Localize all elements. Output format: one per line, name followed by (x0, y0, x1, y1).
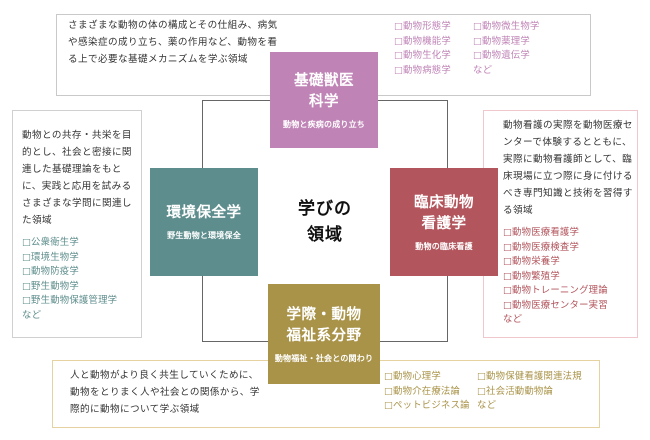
welfare-subject-list-1: □動物心理学 □動物介在療法論 □ペットビジネス論 (384, 370, 479, 414)
basic-subject-list-2: □動物微生物学 □動物薬理学 □動物遺伝学 など (473, 20, 573, 78)
subject-item: □動物病態学 (394, 64, 451, 76)
subject-item: □動物心理学 (384, 371, 441, 382)
basic-description: さまざまな動物の体の構成とその仕組み、病気や感染症の成り立ち、薬の作用など、動物… (68, 20, 278, 65)
subject-item: □野生動物保護管理学 (22, 295, 118, 306)
basic-science-block: 基礎獣医 科学 動物と疾病の成り立ち (270, 52, 378, 148)
subject-more: など (503, 314, 523, 325)
clinical-description: 動物看護の実際を動物医療センターで体験するとともに、実際に動物看護師として、臨床… (503, 120, 633, 216)
basic-subject-list-1: □動物形態学 □動物機能学 □動物生化学 □動物病態学 (394, 20, 474, 78)
subject-more: など (22, 309, 42, 321)
subject-more: など (477, 400, 497, 411)
clinical-subject-list: □動物医療看護学 □動物医療検査学 □動物栄養学 □動物繁殖学 □動物トレーニン… (503, 226, 633, 328)
welfare-block: 学際・動物 福祉系分野 動物福祉・社会との関わり (268, 284, 380, 384)
subject-item: □動物栄養学 (503, 256, 560, 267)
clinical-outline-box (483, 110, 638, 338)
subject-item: □動物保健看護関連法規 (477, 371, 582, 382)
center-title-line2: 領域 (307, 225, 343, 245)
subject-item: □動物防疫学 (22, 266, 79, 277)
subject-item: □動物生化学 (394, 50, 451, 61)
subject-item: □動物医療検査学 (503, 241, 580, 253)
env-subject-list: □公衆衛生学 □環境生物学 □動物防疫学 □野生動物学 □野生動物保護管理学 な… (22, 236, 140, 323)
clinical-title-line1: 臨床動物 (414, 194, 474, 211)
welfare-description: 人と動物がより良く共生していくために、動物をとりまく人や社会との関係から、学際的… (70, 370, 260, 415)
subject-item: □動物遺伝学 (473, 50, 530, 61)
subject-item: □公衆衛生学 (22, 237, 79, 248)
env-subtitle: 野生動物と環境保全 (167, 231, 241, 240)
subject-item: □動物微生物学 (473, 21, 540, 32)
welfare-subtitle: 動物福祉・社会との関わり (274, 353, 374, 363)
welfare-subject-list-2: □動物保健看護関連法規 □社会活動動物論 など (477, 370, 597, 414)
subject-item: □環境生物学 (22, 251, 79, 263)
subject-more: など (473, 64, 493, 76)
basic-subtitle: 動物と疾病の成り立ち (283, 119, 365, 129)
welfare-title-line1: 学際・動物 (286, 306, 362, 323)
subject-item: □野生動物学 (22, 280, 79, 292)
subject-item: □動物機能学 (394, 35, 451, 47)
clinical-title-line2: 看護学 (421, 215, 467, 232)
clinical-nursing-block: 臨床動物 看護学 動物の臨床看護 (390, 168, 498, 276)
subject-item: □動物繁殖学 (503, 270, 560, 282)
subject-item: □社会活動動物論 (477, 385, 554, 397)
env-title: 環境保全学 (166, 205, 242, 221)
subject-item: □動物医療看護学 (503, 227, 580, 238)
basic-title-line2: 科学 (309, 93, 339, 110)
clinical-subtitle: 動物の臨床看護 (415, 241, 473, 251)
env-outline-box (12, 110, 142, 338)
env-conservation-block: 環境保全学 野生動物と環境保全 (150, 168, 258, 276)
subject-item: □動物トレーニング理論 (503, 285, 608, 296)
subject-item: □動物介在療法論 (384, 385, 461, 397)
subject-item: □ペットビジネス論 (384, 400, 470, 411)
center-title: 学びの 領域 (275, 196, 375, 248)
subject-item: □動物形態学 (394, 21, 451, 32)
subject-item: □動物薬理学 (473, 35, 530, 47)
subject-item: □動物医療センター実習 (503, 299, 608, 311)
env-description: 動物との共存・共栄を目的とし、社会と密接に関連した基礎理論をもとに、実践と応用を… (22, 130, 132, 226)
center-title-line1: 学びの (298, 199, 352, 219)
basic-title-line1: 基礎獣医 (294, 72, 354, 89)
welfare-title-line2: 福祉系分野 (286, 327, 362, 344)
